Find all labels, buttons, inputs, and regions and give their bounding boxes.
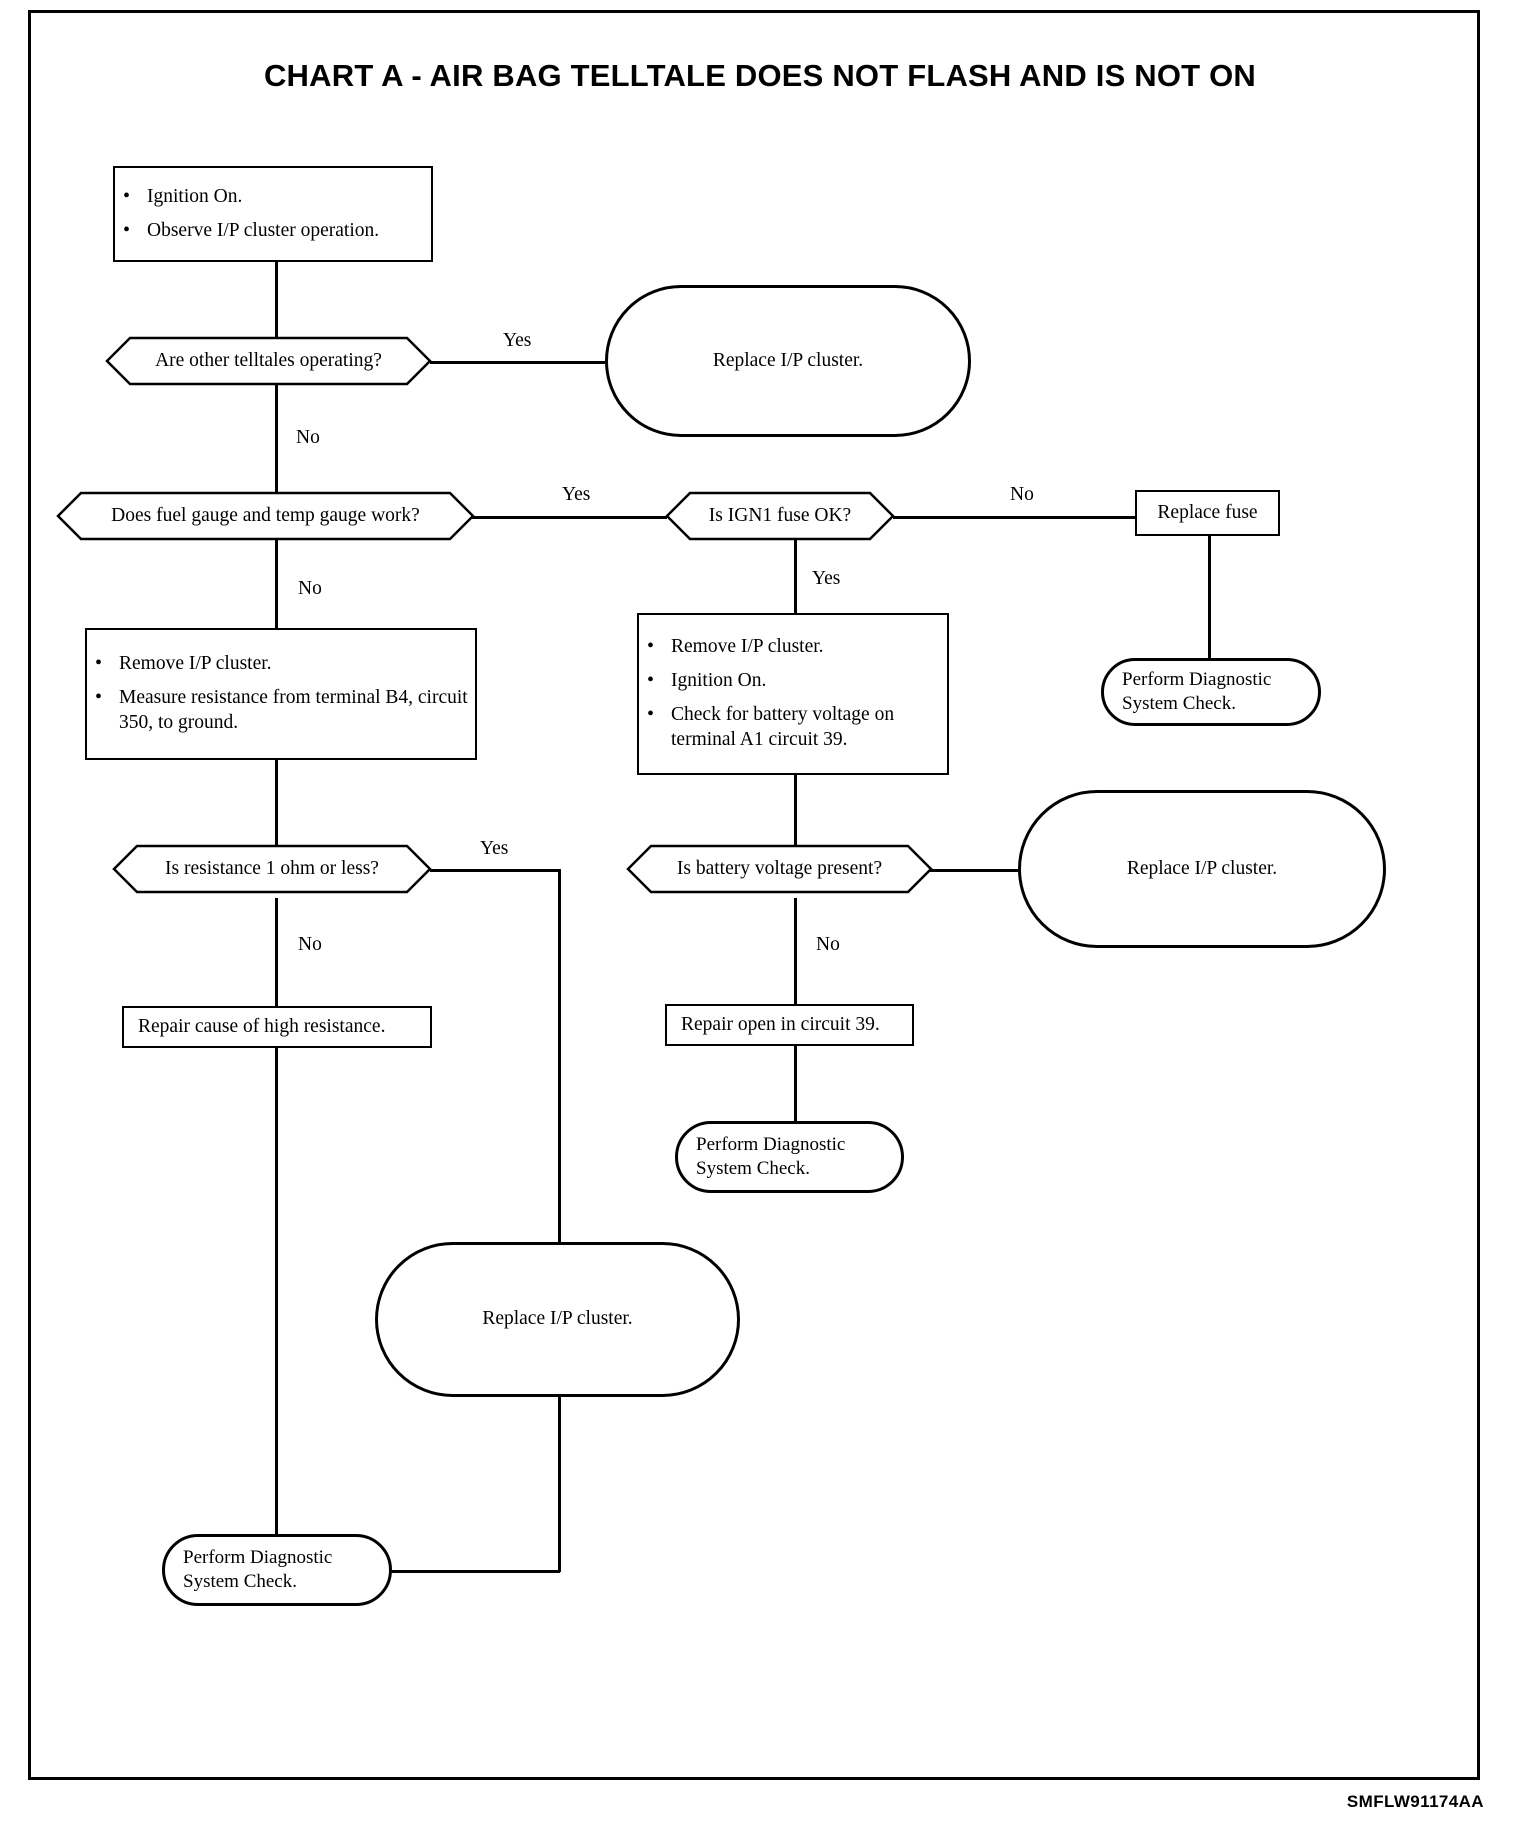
terminator-perform-diagnostic-middle[interactable]: Perform Diagnostic System Check. <box>675 1121 904 1193</box>
connector-pmid-to-d5 <box>794 775 797 860</box>
terminator-line-2: System Check. <box>696 1158 810 1179</box>
connector-d1-to-d2 <box>275 385 278 495</box>
decision-resistance-1-ohm[interactable]: Is resistance 1 ohm or less? <box>112 844 432 894</box>
bullet-item: Remove I/P cluster. <box>639 634 947 660</box>
edge-label-d1-yes: Yes <box>503 330 532 351</box>
terminator-line-1: Perform Diagnostic <box>183 1546 333 1568</box>
edge-label-d2-no: No <box>298 578 322 599</box>
connector-d2-to-pleft <box>275 533 278 628</box>
connector-pleft-to-d4 <box>275 760 278 860</box>
terminator-replace-ip-cluster-3[interactable]: Replace I/P cluster. <box>375 1242 740 1397</box>
process-check-battery-voltage[interactable]: Remove I/P cluster. Ignition On. Check f… <box>637 613 949 775</box>
process-label: Replace fuse <box>1157 502 1258 524</box>
terminator-perform-diagnostic-right[interactable]: Perform Diagnostic System Check. <box>1101 658 1321 726</box>
bullet-item: Check for battery voltage on terminal A1… <box>639 702 947 753</box>
connector-pfuse-to-pdscright <box>1208 536 1211 676</box>
terminator-label: Replace I/P cluster. <box>482 1308 633 1330</box>
terminator-label: Perform Diagnostic System Check. <box>678 1133 863 1182</box>
process-label: Repair cause of high resistance. <box>138 1016 386 1038</box>
process-repair-high-resistance[interactable]: Repair cause of high resistance. <box>122 1006 432 1048</box>
document-code: SMFLW91174AA <box>1346 1792 1484 1811</box>
connector-d2-to-d3 <box>472 516 667 519</box>
connector-repairres-down <box>275 1048 278 1570</box>
terminator-label: Replace I/P cluster. <box>1126 857 1278 879</box>
terminator-line-2: System Check. <box>183 1571 297 1592</box>
connector-d3-to-pfuse <box>893 516 1135 519</box>
bullet-item: Remove I/P cluster. <box>87 651 475 677</box>
bullet-list: Remove I/P cluster. Ignition On. Check f… <box>639 626 947 762</box>
decision-ign1-fuse[interactable]: Is IGN1 fuse OK? <box>665 491 895 541</box>
edge-label-d4-yes: Yes <box>480 838 509 859</box>
process-replace-fuse[interactable]: Replace fuse <box>1135 490 1280 536</box>
page-title: CHART A - AIR BAG TELLTALE DOES NOT FLAS… <box>263 58 1257 93</box>
terminator-label: Perform Diagnostic System Check. <box>1104 668 1289 717</box>
connector-d4-yes-v <box>558 869 561 1572</box>
bullet-item: Measure resistance from terminal B4, cir… <box>87 685 475 736</box>
decision-battery-voltage[interactable]: Is battery voltage present? <box>626 844 933 894</box>
connector-d4-to-repair-res <box>275 898 278 1008</box>
edge-label-d3-no: No <box>1010 484 1034 505</box>
connector-d4-yes-h <box>430 869 560 872</box>
connector-d5-to-repair-open <box>794 898 797 1006</box>
terminator-line-2: System Check. <box>1122 693 1236 714</box>
process-start[interactable]: Ignition On. Observe I/P cluster operati… <box>113 166 433 262</box>
decision-label: Does fuel gauge and temp gauge work? <box>111 505 420 527</box>
edge-label-d2-yes: Yes <box>562 484 591 505</box>
decision-fuel-temp-gauge[interactable]: Does fuel gauge and temp gauge work? <box>56 491 475 541</box>
connector-start-to-d1 <box>275 262 278 347</box>
terminator-label: Perform Diagnostic System Check. <box>165 1546 350 1595</box>
page-border <box>28 10 1480 1780</box>
terminator-replace-ip-cluster-2[interactable]: Replace I/P cluster. <box>1018 790 1386 948</box>
bullet-list: Ignition On. Observe I/P cluster operati… <box>115 176 431 253</box>
decision-other-telltales[interactable]: Are other telltales operating? <box>105 336 432 386</box>
bullet-item: Ignition On. <box>115 184 431 210</box>
bullet-list: Remove I/P cluster. Measure resistance f… <box>87 643 475 745</box>
decision-label: Is battery voltage present? <box>676 858 883 880</box>
connector-d3-to-pmid <box>794 533 797 613</box>
decision-label: Is IGN1 fuse OK? <box>708 505 852 527</box>
bullet-item: Observe I/P cluster operation. <box>115 218 431 244</box>
decision-label: Is resistance 1 ohm or less? <box>165 858 379 880</box>
connector-d1-to-t1 <box>430 361 605 364</box>
edge-label-d3-yes: Yes <box>812 568 841 589</box>
terminator-label: Replace I/P cluster. <box>712 349 864 371</box>
bullet-item: Ignition On. <box>639 668 947 694</box>
terminator-replace-ip-cluster-1[interactable]: Replace I/P cluster. <box>605 285 971 437</box>
edge-label-d1-no: No <box>296 427 320 448</box>
process-repair-open-circuit39[interactable]: Repair open in circuit 39. <box>665 1004 914 1046</box>
terminator-line-1: Perform Diagnostic <box>696 1133 846 1155</box>
process-label: Repair open in circuit 39. <box>681 1014 880 1036</box>
decision-label: Are other telltales operating? <box>155 350 382 372</box>
terminator-perform-diagnostic-left[interactable]: Perform Diagnostic System Check. <box>162 1534 392 1606</box>
connector-d4-yes-to-pdscleft <box>392 1570 560 1573</box>
terminator-line-1: Perform Diagnostic <box>1122 668 1272 690</box>
connector-d5-to-t2 <box>930 869 1020 872</box>
edge-label-d5-no: No <box>816 934 840 955</box>
process-measure-resistance[interactable]: Remove I/P cluster. Measure resistance f… <box>85 628 477 760</box>
edge-label-d4-no: No <box>298 934 322 955</box>
connector-repairopen-to-pdscmid <box>794 1046 797 1121</box>
